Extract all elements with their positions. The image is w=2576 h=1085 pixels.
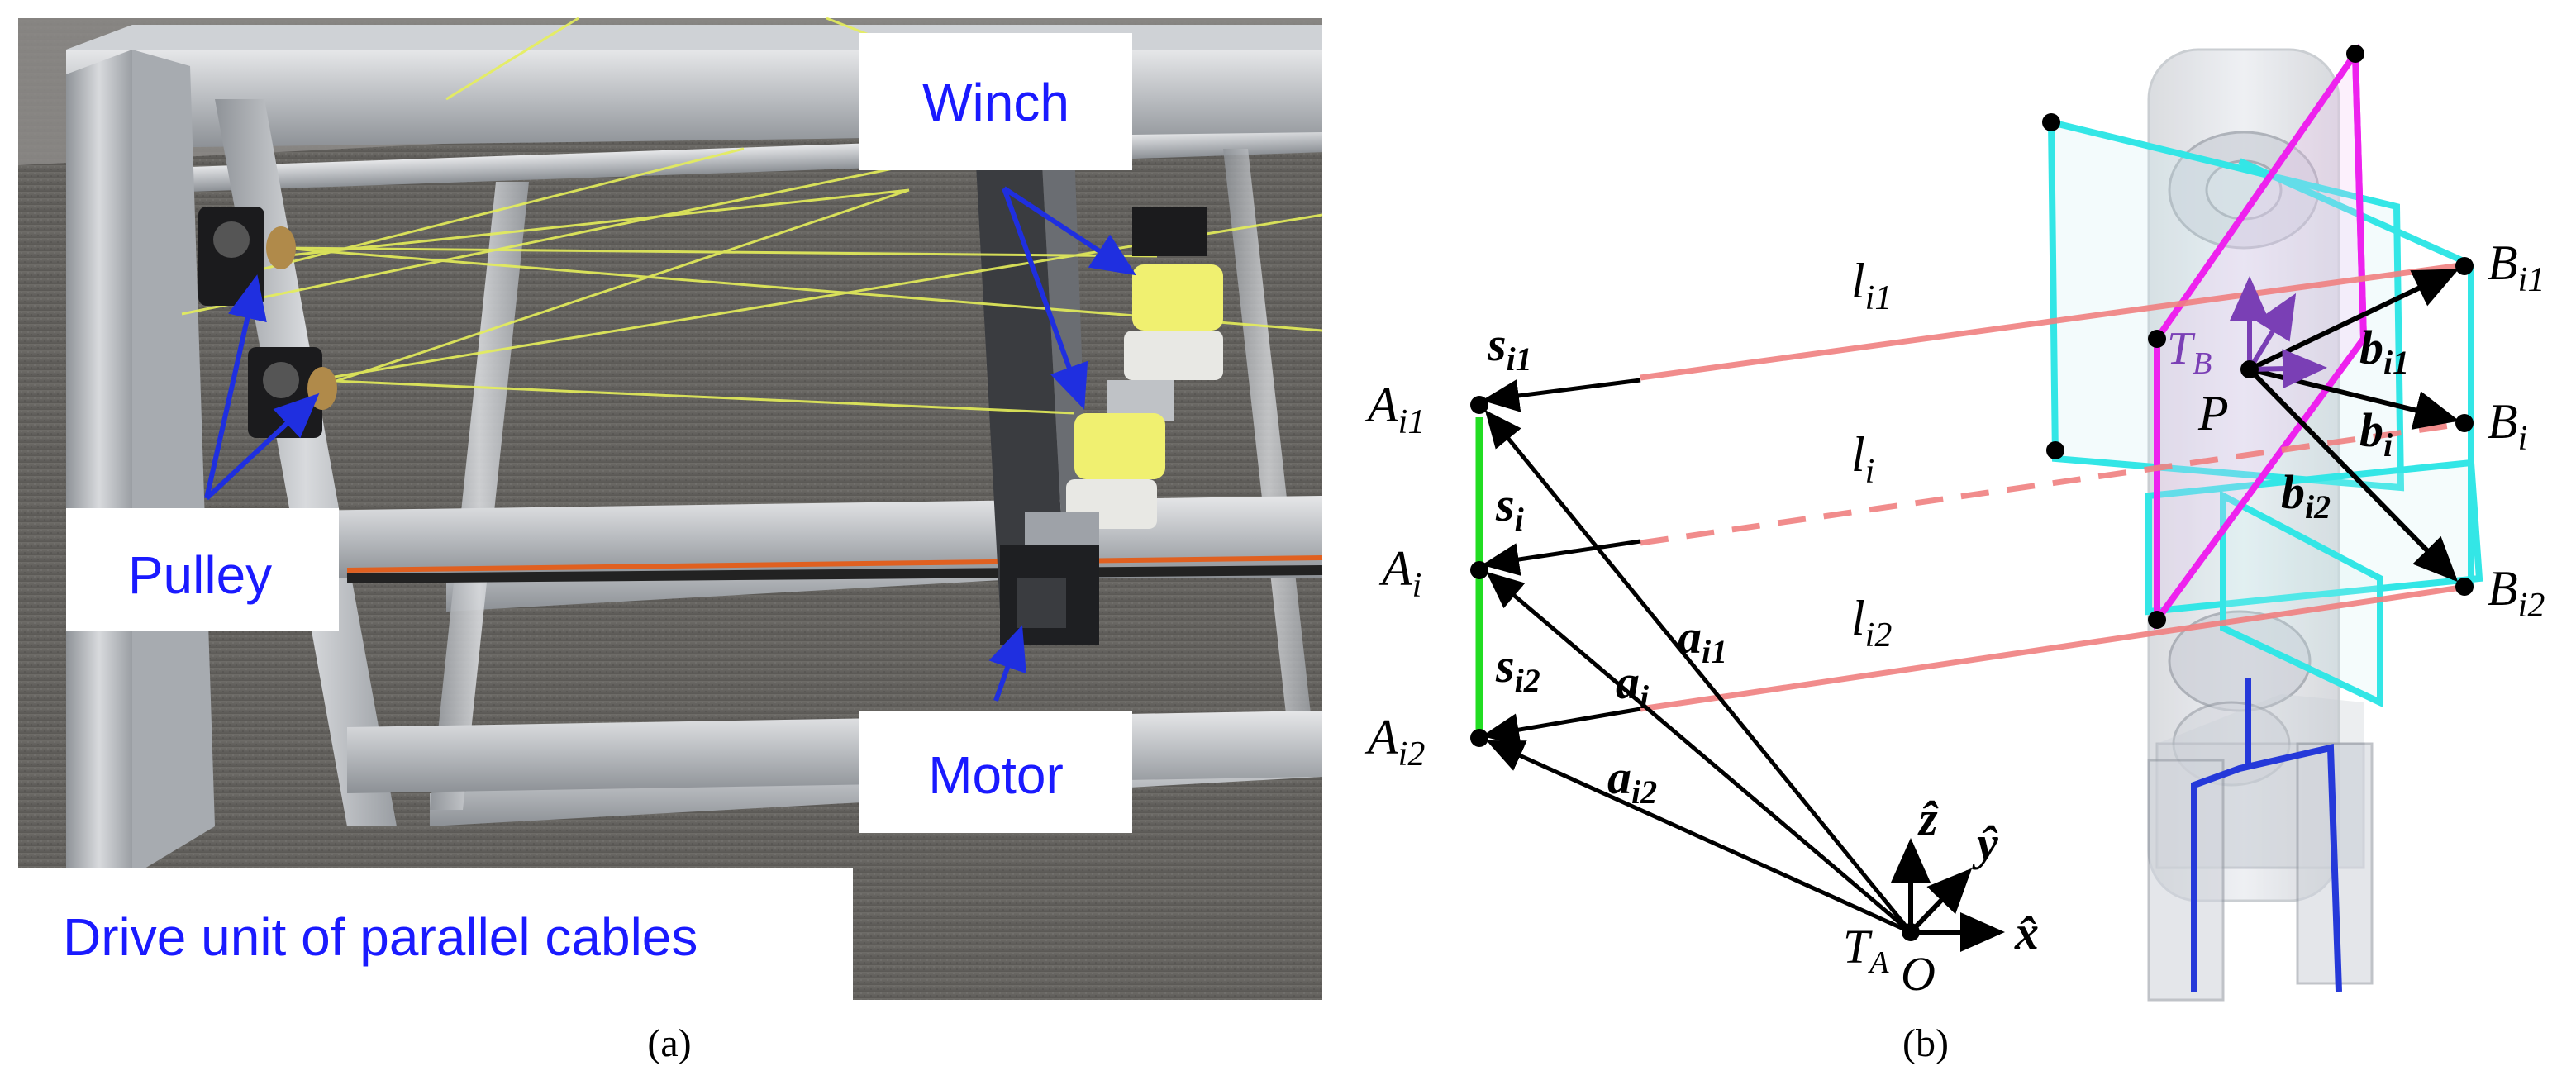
callout-arrows — [204, 186, 1137, 702]
label-s-i: si — [1495, 478, 1524, 538]
label-s-i2: si2 — [1495, 639, 1540, 699]
label-O: O — [1901, 947, 1936, 1001]
label-l-i1: li1 — [1851, 254, 1892, 317]
a-i-arrow — [1486, 571, 1912, 934]
pulley-label-box — [66, 508, 339, 631]
b-i2-arrow — [2247, 367, 2459, 583]
pulley-arrow-1 — [204, 274, 267, 499]
label-T-A: TA — [1843, 920, 1889, 980]
label-A-i: Ai — [1378, 541, 1421, 605]
label-T-B: TB — [2167, 323, 2212, 381]
cable-l-i — [1640, 420, 2468, 546]
a-i1-arrow — [1484, 410, 1912, 934]
label-x-axis: x̂ — [2014, 906, 2039, 959]
panel-a-photo: Winch Pulley Motor Drive unit of paralle… — [18, 17, 1323, 1041]
points — [1470, 45, 2474, 941]
label-s-i1: si1 — [1487, 317, 1532, 378]
label-P: P — [2197, 386, 2229, 440]
label-B-i2: Bi2 — [2488, 561, 2545, 625]
motor-label: Motor — [928, 745, 1064, 805]
s-i1-arrow — [1482, 378, 1641, 412]
motor-arrow — [988, 625, 1026, 702]
winch-label: Winch — [922, 73, 1069, 132]
point-A-i2 — [1470, 729, 1488, 747]
label-B-i: Bi — [2488, 394, 2527, 458]
panel-b-caption: (b) — [1902, 1021, 1949, 1065]
caption-box — [18, 868, 853, 1041]
label-A-i1: Ai1 — [1364, 378, 1425, 441]
cables — [1640, 261, 2468, 712]
label-A-i2: Ai2 — [1364, 710, 1425, 773]
label-y-axis: ŷ — [1972, 816, 1998, 870]
label-b-i2: bi2 — [2281, 465, 2331, 526]
cable-l-i1 — [1640, 261, 2468, 381]
label-b-i1: bi1 — [2359, 321, 2409, 381]
winch-arrow-1 — [1002, 186, 1137, 276]
motor-label-box — [859, 711, 1132, 833]
left-post — [66, 50, 132, 909]
point-B-i1 — [2455, 257, 2474, 275]
panel-a-caption: (a) — [647, 1021, 691, 1065]
y-axis-arrow — [1908, 868, 1973, 935]
cyan-frame — [2047, 117, 2483, 708]
panel-b-diagram: Ai1 Ai Ai2 si1 si si2 ai1 ai ai2 li1 li … — [1364, 43, 2545, 1002]
label-l-i2: li2 — [1851, 591, 1892, 654]
point-A-i1 — [1470, 396, 1488, 414]
winch-arrow-2 — [1002, 187, 1088, 410]
label-b-i: bi — [2359, 403, 2393, 464]
gripper-lines — [2191, 744, 2342, 992]
pulley-label: Pulley — [128, 545, 272, 605]
a-i2-arrow — [1486, 740, 1912, 935]
cable-l-i2 — [1640, 583, 2468, 712]
point-O — [1902, 923, 1920, 941]
a-vectors — [1484, 410, 1912, 935]
label-a-i1: ai1 — [1678, 610, 1727, 670]
s-i2-arrow — [1482, 707, 1641, 746]
label-B-i1: Bi1 — [2488, 236, 2545, 299]
point-P — [2240, 360, 2259, 378]
point-B-i2 — [2455, 578, 2474, 596]
point-B-i — [2455, 414, 2474, 432]
point-A-i — [1470, 561, 1488, 579]
pulley-arrow-2 — [204, 393, 320, 501]
label-z-axis: ẑ — [1917, 792, 1939, 845]
s-vectors — [1482, 378, 1641, 746]
base-frame-axes — [1891, 838, 2005, 952]
label-a-i: ai — [1616, 655, 1649, 716]
label-l-i: li — [1851, 427, 1874, 491]
label-a-i2: ai2 — [1607, 750, 1657, 811]
s-i-arrow — [1482, 539, 1641, 576]
winch-label-box — [859, 33, 1132, 170]
caption-box-text: Drive unit of parallel cables — [63, 907, 698, 967]
moving-frame-axes — [2230, 276, 2327, 389]
motor-column — [975, 149, 1066, 612]
